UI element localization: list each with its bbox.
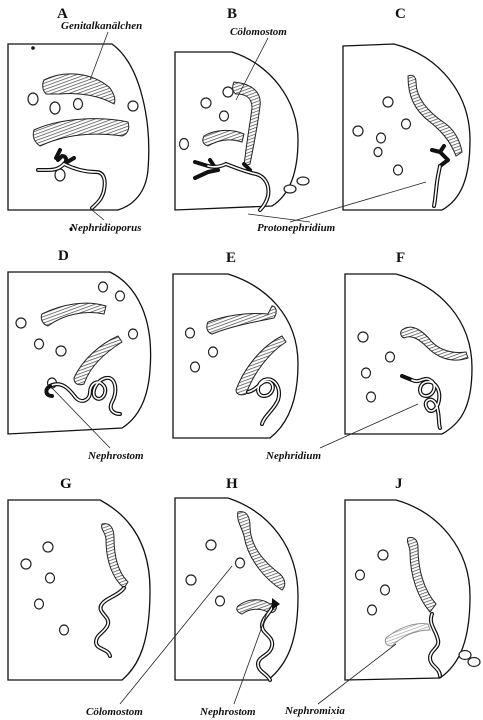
genital-canal-B [233, 82, 261, 166]
segment-outline-J [345, 500, 470, 680]
genital-canal-D [41, 303, 106, 326]
label-nephrostom-bottom: Nephrostom [199, 706, 256, 718]
label-protonephridium: Protonephridium [257, 222, 336, 234]
panel-label-C: C [395, 6, 406, 22]
coelom-band-A [33, 119, 129, 146]
segment-outline-G [8, 500, 150, 680]
panel-F: F [345, 250, 472, 434]
panel-label-H: H [226, 476, 238, 492]
panel-label-G: G [60, 476, 72, 492]
protonephridium-C [432, 146, 448, 206]
genital-canal-E [207, 306, 276, 334]
genital-canal-C [408, 75, 462, 156]
label-nephrostom-mid: Nephrostom [87, 450, 144, 462]
panel-label-E: E [226, 250, 236, 266]
panel-C: C [343, 6, 470, 210]
nephridium-F [402, 376, 440, 428]
panel-label-B: B [227, 6, 237, 22]
label-genitalkanalchen: Genitalkanälchen [61, 20, 142, 32]
nephromixia-duct-J [430, 614, 440, 676]
panel-B: B Cölomostom [175, 6, 309, 210]
nephridium-E [248, 379, 279, 424]
protonephridium-A [38, 150, 105, 208]
protonephridium-B [195, 160, 268, 210]
panel-E: E [173, 250, 298, 438]
nephridium-H [258, 598, 280, 680]
segment-outline-B [175, 52, 298, 210]
panel-H: H [175, 476, 298, 680]
panel-A: A Genitalkanälchen Nephridioporus [8, 6, 149, 234]
coelom-sac-B [203, 130, 244, 146]
panel-D: D Nephrostom [8, 248, 151, 462]
panel-label-F: F [396, 250, 405, 266]
nephridium-G [96, 588, 124, 656]
genital-canal-H [238, 512, 285, 590]
genital-canal-G [102, 524, 128, 588]
segment-outline-E [173, 274, 298, 438]
segment-outline-D [8, 272, 151, 434]
coelom-sac-D [74, 336, 122, 385]
panel-label-D: D [58, 248, 69, 264]
label-colomostom-top: Cölomostom [230, 26, 287, 38]
label-nephridium: Nephridium [265, 450, 321, 462]
label-nephromixia: Nephromixia [284, 705, 345, 717]
panel-label-J: J [395, 476, 403, 492]
genital-canal-F [401, 327, 468, 360]
panel-G: G [8, 476, 150, 680]
panel-J: J [345, 476, 480, 680]
nephromixia-funnel-J [385, 624, 430, 646]
label-nephridioporus: Nephridioporus [69, 222, 142, 234]
label-colomostom-bottom: Cölomostom [86, 706, 143, 718]
genital-canal-J [407, 537, 436, 612]
